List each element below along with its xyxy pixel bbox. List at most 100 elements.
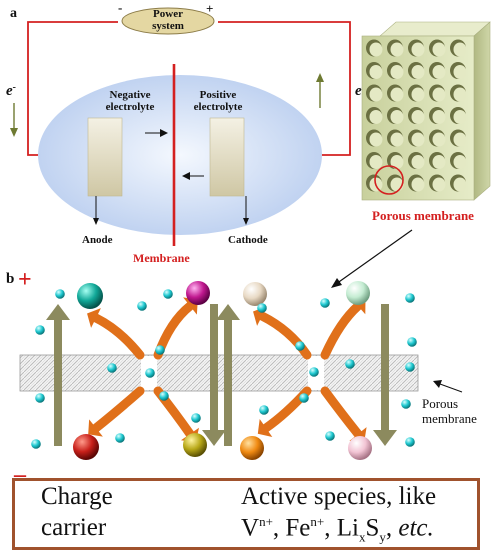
charge-carrier [163,289,173,299]
species-teal-top [77,283,103,309]
pore-inner [432,65,446,79]
active-species-spheres [73,281,372,460]
electron-arrow-down-center [202,304,226,446]
charge-carrier [405,437,415,447]
panel-a-label: a [10,6,17,21]
panel-b: b + – Porous membrane [6,267,477,488]
electron-arrow-down-right [373,304,397,446]
panel-b-label: b [6,271,14,287]
charge-carrier [405,293,415,303]
arrow-tl-outer-head [87,308,101,328]
ion-arrow-right [145,129,168,137]
electron-arrow-up-center [216,304,240,446]
species-beige-top [243,282,267,306]
pore-inner [432,155,446,169]
porous-membrane-block [361,21,491,201]
charge-carrier [299,393,309,403]
charge-carrier [31,439,41,449]
negative-electrolyte-line2: electrolyte [106,101,155,113]
cathode-pointer [243,196,249,225]
species-olive-bottom [183,433,207,457]
electron-left-arrow [10,103,18,137]
pore-inner [453,42,467,57]
charge-carrier [155,345,165,355]
electrolyte-cell [38,75,322,235]
pore-inner [390,155,404,169]
pore-inner [411,155,425,169]
pore-inner [453,155,467,169]
pore-inner [432,87,446,102]
wire-right [218,21,351,156]
charge-carrier [407,337,417,347]
membrane-label: Membrane [133,251,190,265]
charge-carrier [325,431,335,441]
pore-inner [411,110,425,124]
charge-carrier [137,301,147,311]
pore-inner [432,110,446,124]
charge-carrier [401,399,411,409]
positive-electrolyte-line2: electrolyte [194,101,243,113]
porous-label-line1: Porous [422,396,458,411]
charge-carrier [145,368,155,378]
pore-grid [366,39,467,192]
power-system-icon [121,7,215,35]
legend-carrier: carrier [41,514,107,541]
pore-inner [453,87,467,102]
arrow-tl-outer-stem [91,313,145,360]
charge-carrier [320,298,330,308]
charge-carrier [259,405,269,415]
porous-membrane-label: Porous membrane [372,208,474,223]
legend-active-species: Active species, like [241,483,437,510]
charge-carrier [405,362,415,372]
power-system-label-2: system [152,20,184,32]
ion-arrow-left [182,172,204,180]
legend-box: Charge carrier Active species, like Vn+,… [12,478,480,550]
pore-inner [369,132,383,147]
negative-electrolyte-line1: Negative [110,89,151,101]
power-system-label-1: Power [153,8,183,20]
pore-inner [390,65,404,79]
species-red-bottom [73,434,99,460]
pore-inner [453,65,467,79]
porous-membrane-pointer [433,380,463,393]
anode-label: Anode [82,234,113,246]
species-pink-bottom [348,436,372,460]
electron-flow-arrows [46,304,397,446]
charge-carrier [35,325,45,335]
pore-inner [453,132,467,147]
legend-charge: Charge [41,483,113,510]
plus-terminal: + [206,1,213,16]
pore-inner [369,42,383,57]
pore-highlight-circle [374,165,404,195]
arrow-tr-inner-stem [320,301,363,360]
charge-carrier [309,367,319,377]
species-magenta-top [186,281,210,305]
charge-carrier [295,341,305,351]
charge-carrier [257,303,267,313]
pore-inner [411,132,425,147]
pore-inner [453,177,467,192]
electron-arrow-up-left [46,304,70,446]
minus-terminal: - [118,0,122,15]
pore-inner [369,65,383,79]
pore-inner [390,87,404,102]
legend-species-examples: Vn+, Fen+, LixSy, etc. [241,514,434,545]
arrow-bl-outer-stem [91,386,145,433]
porous-label-line2: membrane [422,411,477,426]
pore-inner [411,87,425,102]
charge-carrier [159,391,169,401]
pore-inner [369,110,383,124]
pore-inner [432,132,446,147]
arrow-br-inner-stem [320,386,363,439]
zoom-connector-arrow [331,229,413,288]
arrow-br-outer-head [257,418,273,438]
pore-inner [453,110,467,124]
panel-a: a Power system - + e- e- Negative [6,0,491,288]
membrane-band [19,354,419,392]
charge-carriers [31,289,417,449]
pore-inner [369,155,383,169]
pore-inner [411,177,425,192]
anode-pointer [93,196,99,225]
charge-carrier [345,359,355,369]
